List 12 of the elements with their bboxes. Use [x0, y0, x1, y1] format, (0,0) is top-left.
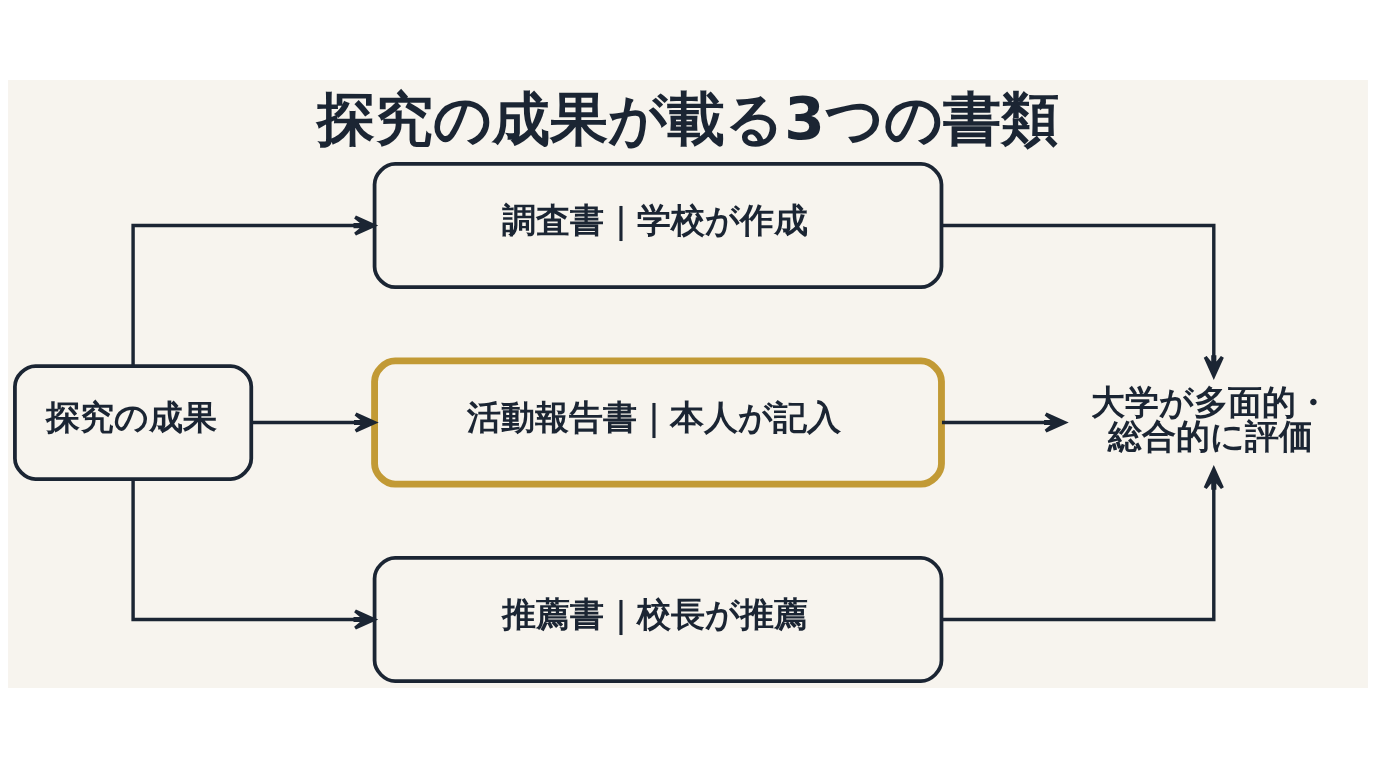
node-box: 調査書｜学校が作成 — [372, 162, 944, 290]
node-text: 大学が多面的・総合的に評価 — [1091, 381, 1331, 457]
node-box: 活動報告書｜本人が記入 — [371, 357, 945, 488]
arrow — [131, 215, 376, 366]
arrow — [942, 412, 1067, 433]
node-box: 探究の成果 — [13, 364, 254, 481]
node-box: 推薦書｜校長が推薦 — [372, 555, 944, 684]
arrow — [131, 479, 376, 630]
arrow — [941, 467, 1224, 622]
diagram-title: 探究の成果が載る3つの書類 — [317, 84, 1059, 153]
arrow — [251, 412, 377, 433]
arrow — [941, 223, 1224, 378]
